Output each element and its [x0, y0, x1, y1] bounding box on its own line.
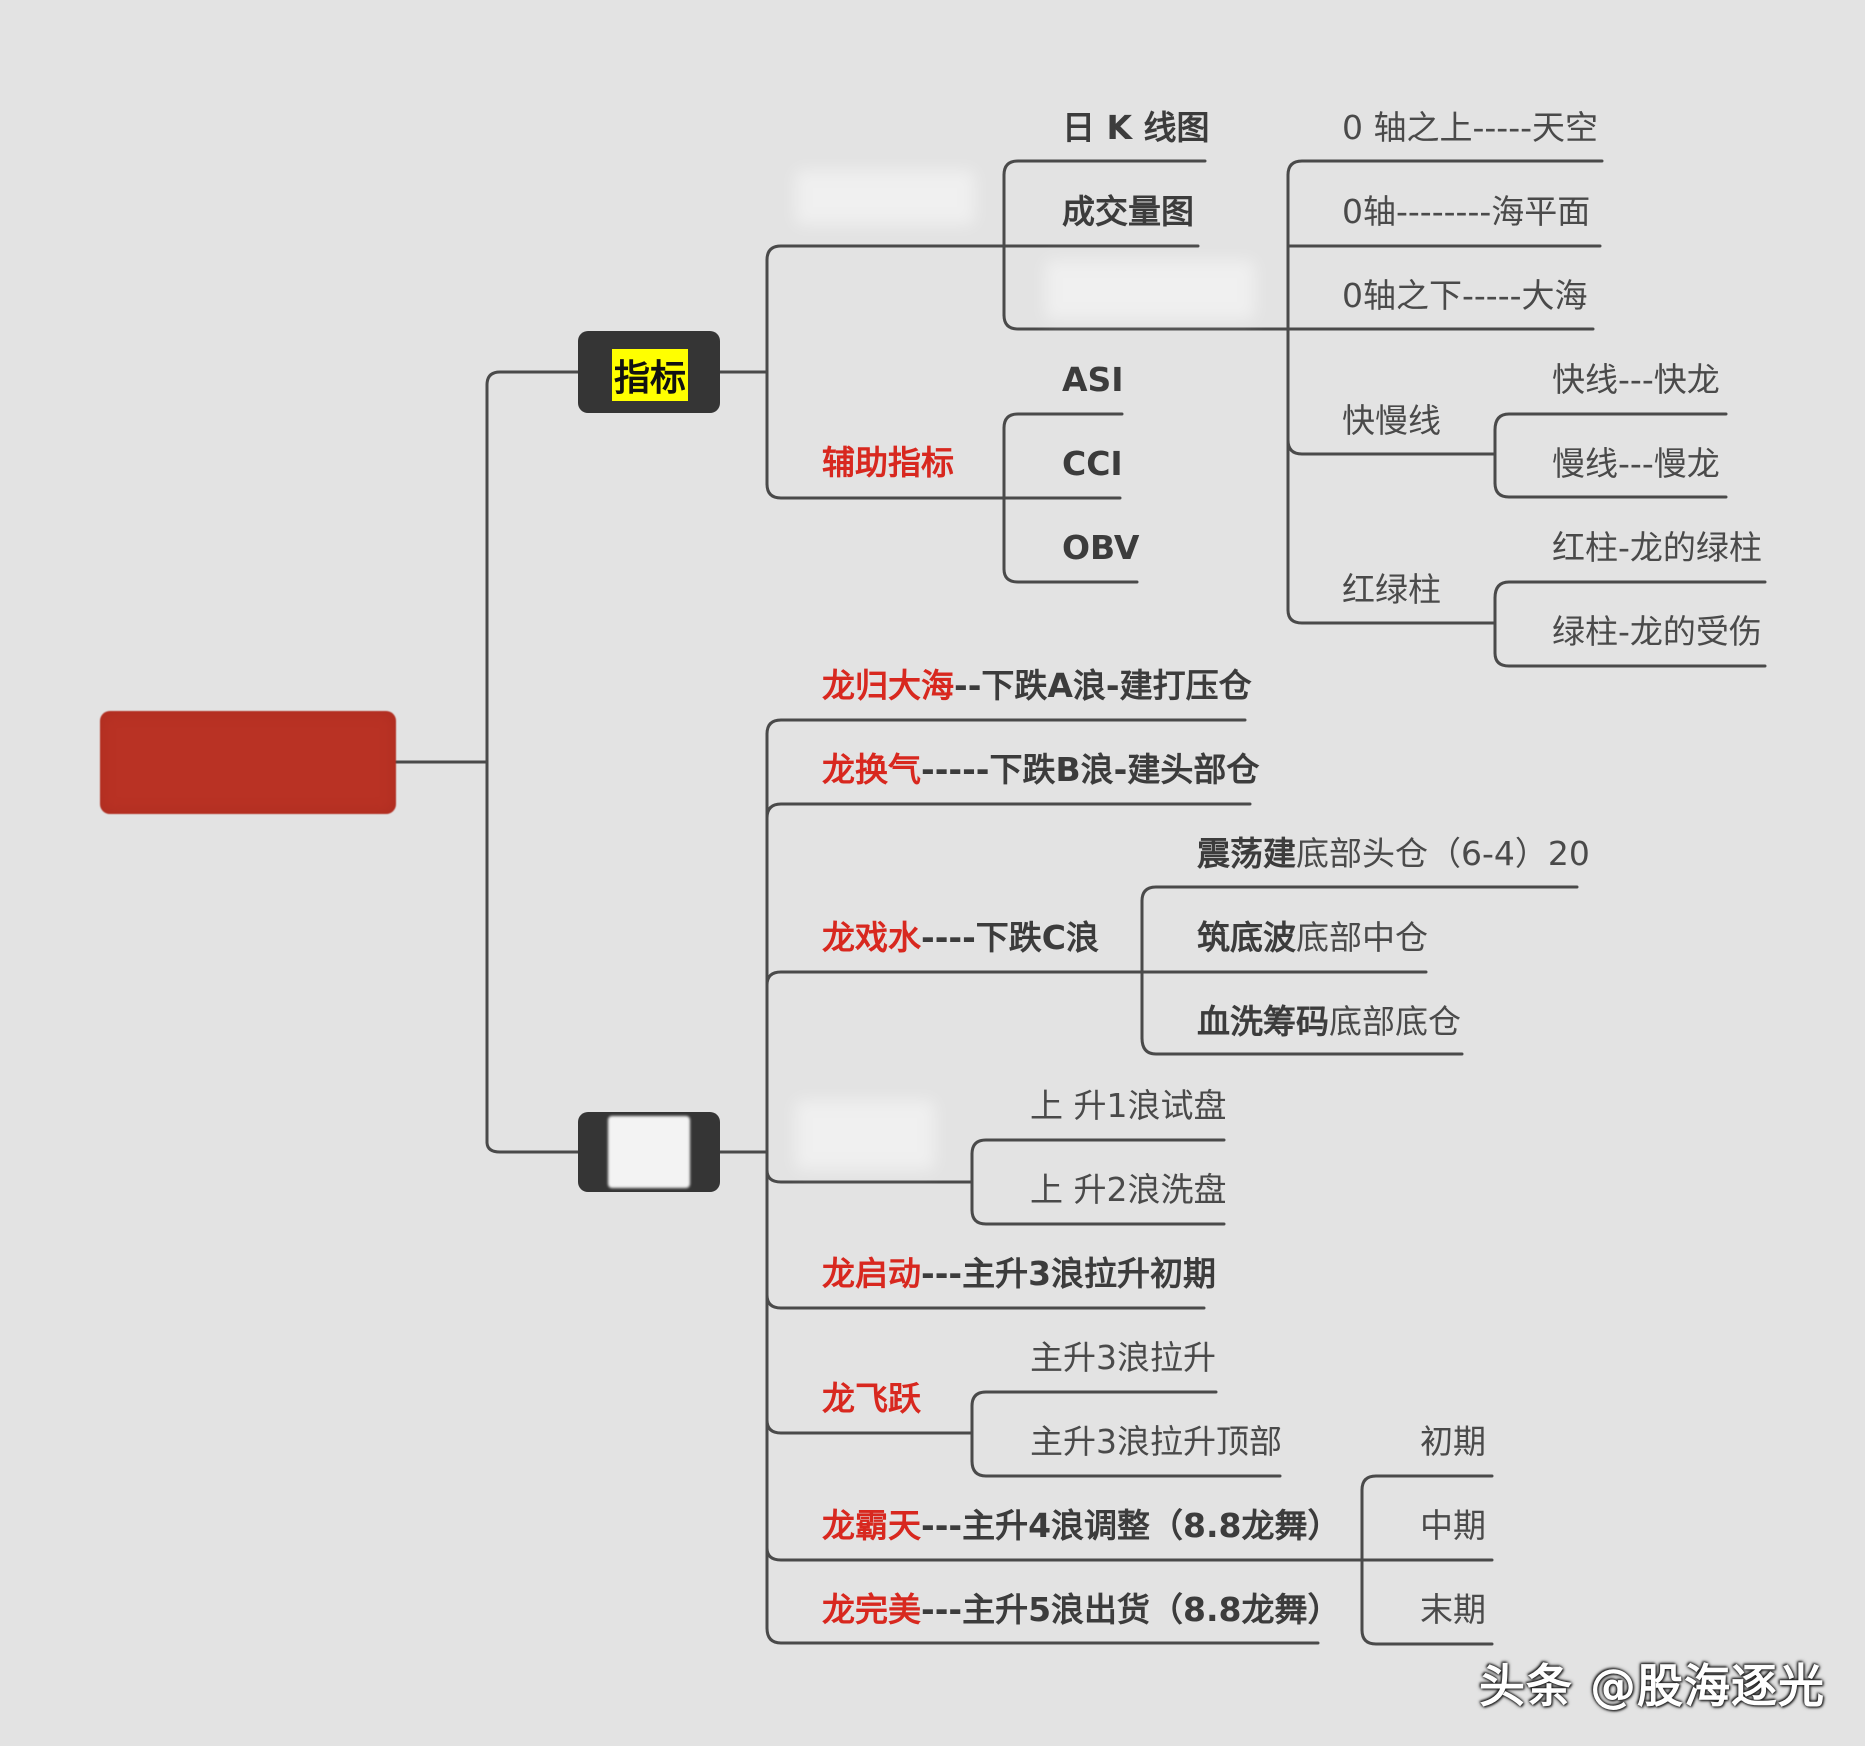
stages-label-blur — [608, 1116, 690, 1188]
bottom-head-label: 震荡建底部头仓（6-4）20 — [1197, 834, 1590, 873]
fast-slow-label: 快慢线 — [1342, 401, 1441, 440]
wave3-label: 主升3浪拉升 — [1030, 1338, 1216, 1377]
asi-label: ASI — [1062, 360, 1124, 399]
aux-indicators-label: 辅助指标 — [822, 443, 954, 482]
stage-item-8: 龙完美---主升5浪出货（8.8龙舞） — [822, 1590, 1341, 1629]
watermark: 头条 @股海逐光 — [1478, 1659, 1825, 1713]
indicators-label: 指标 — [612, 349, 689, 401]
phase-mid-label: 中期 — [1420, 1506, 1486, 1545]
stage-item-1: 龙归大海--下跌A浪-建打压仓 — [822, 666, 1252, 705]
stage-item-5: 龙启动---主升3浪拉升初期 — [822, 1254, 1217, 1293]
axis-below-label: 0轴之下-----大海 — [1342, 276, 1588, 315]
green-bar-label: 绿柱-龙的受伤 — [1552, 612, 1762, 651]
stage-item-7: 龙霸天---主升4浪调整（8.8龙舞） — [822, 1506, 1341, 1545]
fast-line-label: 快线---快龙 — [1552, 360, 1720, 399]
wave2-label: 上 升2浪洗盘 — [1030, 1170, 1227, 1209]
bottom-mid-label: 筑底波底部中仓 — [1197, 918, 1428, 957]
red-bar-label: 红柱-龙的绿柱 — [1552, 528, 1762, 567]
stage-label-blur — [795, 1100, 935, 1170]
kline-label: 日 K 线图 — [1062, 108, 1210, 147]
stage-item-3: 龙戏水----下跌C浪 — [822, 918, 1100, 957]
stage-item-2: 龙换气-----下跌B浪-建头部仓 — [822, 750, 1260, 789]
slow-line-label: 慢线---慢龙 — [1552, 444, 1720, 483]
wave3-top-label: 主升3浪拉升顶部 — [1030, 1422, 1282, 1461]
main-label-blur — [795, 170, 975, 225]
root-node[interactable] — [100, 711, 396, 814]
obv-label: OBV — [1062, 528, 1140, 567]
axis-above-label: 0 轴之上-----天空 — [1342, 108, 1599, 147]
stages-node[interactable] — [578, 1112, 720, 1192]
phase-early-label: 初期 — [1420, 1422, 1486, 1461]
axis-zero-label: 0轴--------海平面 — [1342, 192, 1591, 231]
sub-label-blur — [1045, 260, 1255, 320]
cci-label: CCI — [1062, 444, 1123, 483]
phase-late-label: 末期 — [1420, 1590, 1486, 1629]
bottom-base-label: 血洗筹码底部底仓 — [1197, 1002, 1461, 1041]
red-green-label: 红绿柱 — [1342, 570, 1441, 609]
indicators-node[interactable]: 指标 — [578, 331, 720, 413]
volume-label: 成交量图 — [1062, 192, 1194, 231]
wave1-label: 上 升1浪试盘 — [1030, 1086, 1227, 1125]
stage-item-6: 龙飞跃 — [822, 1379, 921, 1418]
